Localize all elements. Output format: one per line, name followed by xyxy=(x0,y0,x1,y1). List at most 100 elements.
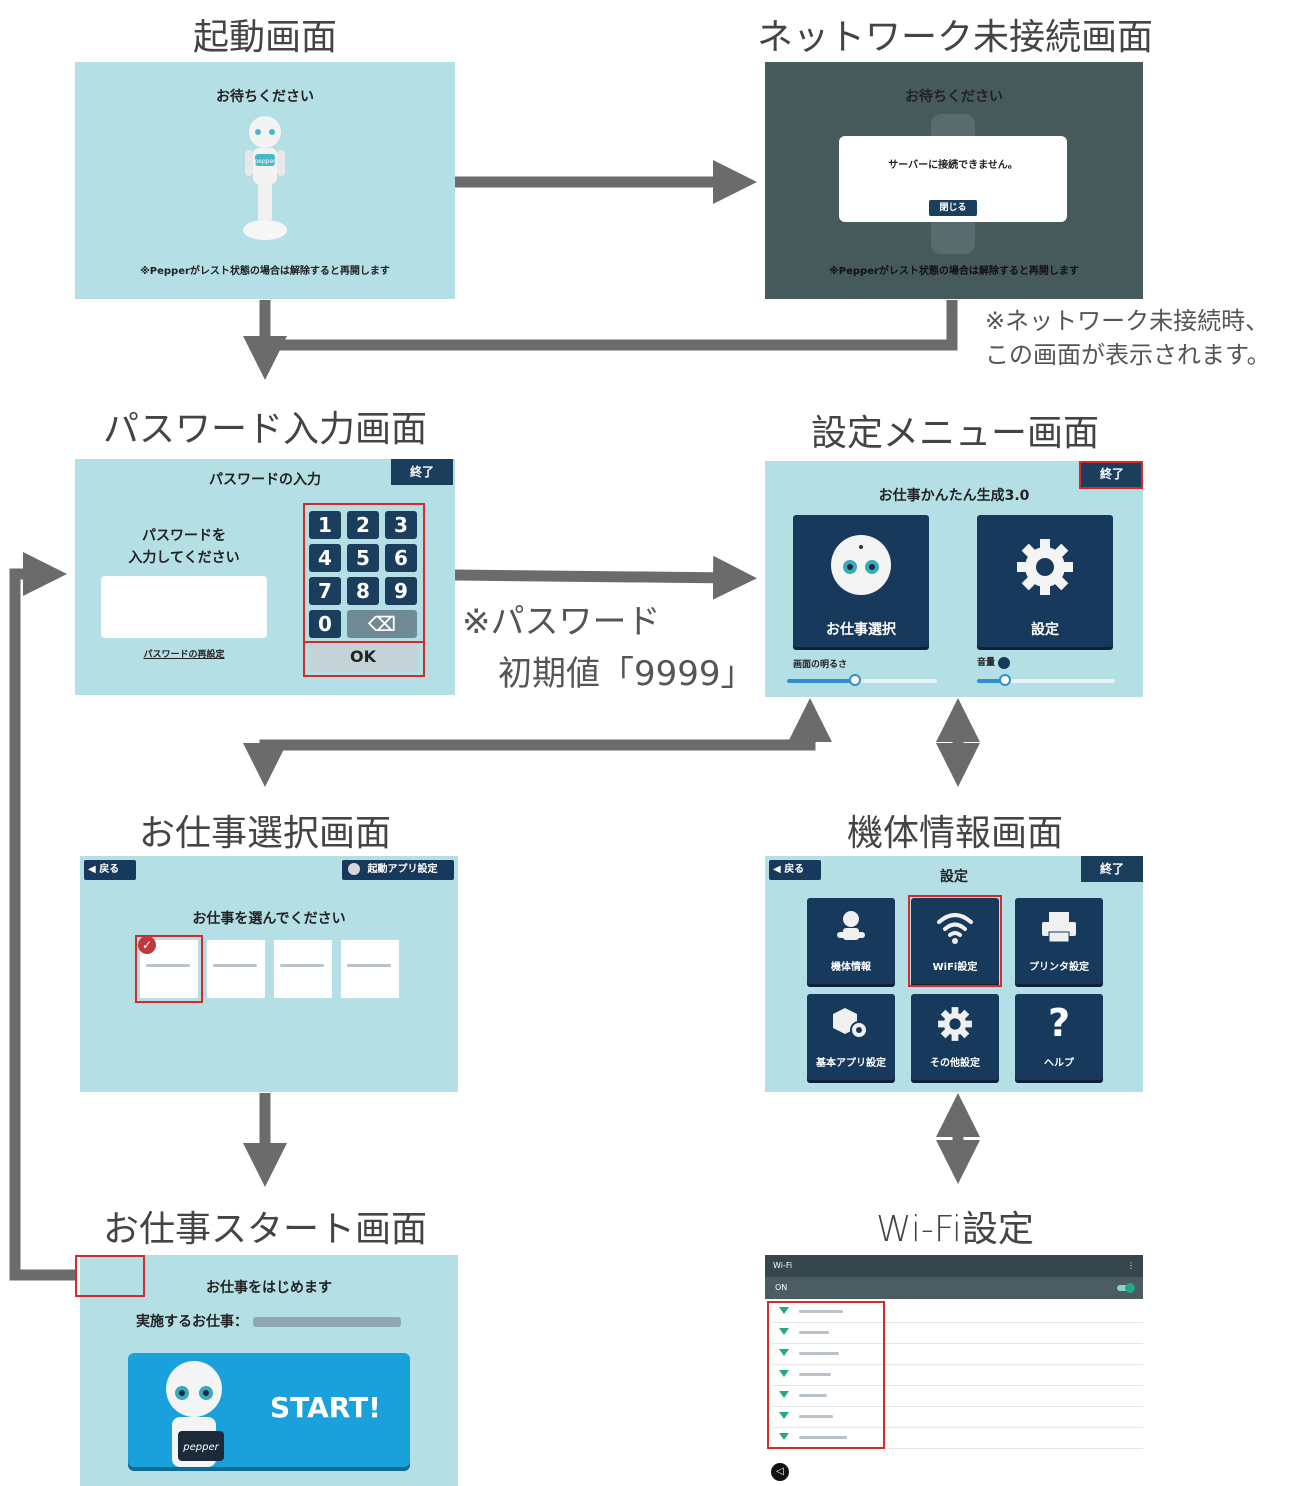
ssid-blurred xyxy=(799,1394,827,1397)
robot-icon xyxy=(837,911,865,940)
ok-button[interactable]: OK xyxy=(309,643,417,671)
key-3[interactable]: 3 xyxy=(385,511,417,539)
startup-footer: ※Pepperがレスト状態の場合は解除すると再開します xyxy=(140,266,390,277)
key-5[interactable]: 5 xyxy=(347,544,379,572)
wifi-network-row[interactable] xyxy=(773,1343,1143,1365)
key-6[interactable]: 6 xyxy=(385,544,417,572)
start-button-label: START! xyxy=(270,1391,381,1424)
wifi-toggle-thumb xyxy=(1125,1283,1135,1293)
wifi-screen: Wi-Fi ⋮ ON ◁ xyxy=(765,1255,1143,1486)
tile-wifi[interactable]: WiFi設定 xyxy=(911,898,999,984)
tile-other-label: その他設定 xyxy=(930,1058,980,1069)
wifi-network-row[interactable] xyxy=(773,1301,1143,1323)
wifi-network-row[interactable] xyxy=(773,1364,1143,1386)
volume-thumb[interactable] xyxy=(999,674,1011,686)
key-9[interactable]: 9 xyxy=(385,577,417,605)
end-button-highlight xyxy=(1079,461,1143,489)
end-button[interactable]: 終了 xyxy=(391,459,453,485)
wifi-network-row[interactable] xyxy=(773,1322,1143,1344)
pepper-robot-icon: pepper xyxy=(243,116,287,240)
wifi-signal-icon xyxy=(779,1328,789,1335)
title-wifi: Wi-Fi設定 xyxy=(876,1209,1034,1250)
selected-job-highlight xyxy=(135,935,203,1003)
title-device-info: 機体情報画面 xyxy=(846,813,1063,854)
job-start-current: 実施するお仕事： xyxy=(136,1311,401,1331)
password-reset-link[interactable]: パスワードの再設定 xyxy=(143,650,225,660)
job-start-heading: お仕事をはじめます xyxy=(206,1280,332,1296)
job-card-text xyxy=(213,964,257,967)
job-select-tile[interactable]: お仕事選択 xyxy=(793,515,929,647)
title-network: ネットワーク未接続画面 xyxy=(756,17,1153,58)
tile-help[interactable]: ? ヘルプ xyxy=(1015,994,1103,1080)
wifi-title: Wi-Fi xyxy=(773,1261,793,1270)
arrow-network-to-password xyxy=(265,300,958,351)
wifi-network-row[interactable] xyxy=(773,1406,1143,1428)
error-dialog: サーバーに接続できません。 閉じる xyxy=(839,136,1067,222)
close-button[interactable]: 閉じる xyxy=(929,200,977,216)
wifi-signal-icon xyxy=(779,1307,789,1314)
ok-highlight xyxy=(303,641,425,677)
settings-tile-label: 設定 xyxy=(1031,622,1059,638)
brightness-slider[interactable] xyxy=(787,674,937,686)
key-1[interactable]: 1 xyxy=(309,511,341,539)
settings-tile[interactable]: 設定 xyxy=(977,515,1113,647)
app-icon xyxy=(348,863,360,875)
help-icon: ? xyxy=(1047,1001,1071,1045)
wifi-toggle[interactable] xyxy=(1117,1283,1135,1293)
tile-basic-app[interactable]: 基本アプリ設定 xyxy=(807,994,895,1080)
back-arrow-icon: ◀ xyxy=(773,864,781,875)
back-button[interactable]: ◀ 戻る xyxy=(84,860,136,880)
job-card-4[interactable] xyxy=(341,940,399,998)
password-input[interactable] xyxy=(101,576,267,638)
key-0[interactable]: 0 xyxy=(309,610,341,638)
device-info-heading: 設定 xyxy=(940,869,968,885)
printer-icon xyxy=(1042,912,1076,943)
back-button[interactable]: ◀ 戻る xyxy=(769,860,821,880)
arrow-password-to-settings xyxy=(454,555,757,600)
note-network: ※ネットワーク未接続時、 この画面が表示されます。 xyxy=(985,304,1271,372)
backspace-key[interactable]: ⌫ xyxy=(347,610,417,638)
tile-printer[interactable]: プリンタ設定 xyxy=(1015,898,1103,984)
job-card-3[interactable] xyxy=(274,940,332,998)
wifi-tile-highlight xyxy=(908,895,1002,987)
job-start-corner-highlight xyxy=(75,1255,145,1297)
tablet-label: pepper xyxy=(182,1442,219,1453)
tile-device-info-label: 機体情報 xyxy=(831,962,871,973)
job-start-screen: お仕事をはじめます 実施するお仕事： pepper START! xyxy=(80,1255,458,1486)
start-button[interactable]: pepper START! xyxy=(128,1353,410,1467)
tile-other[interactable]: その他設定 xyxy=(911,994,999,1080)
job-card-text xyxy=(347,964,391,967)
key-4[interactable]: 4 xyxy=(309,544,341,572)
tile-wifi-label: WiFi設定 xyxy=(932,962,978,973)
title-startup: 起動画面 xyxy=(192,17,337,58)
ssid-blurred xyxy=(799,1373,831,1376)
wifi-network-row[interactable] xyxy=(773,1427,1143,1449)
play-icon[interactable] xyxy=(998,656,1011,669)
wifi-signal-icon xyxy=(779,1370,789,1377)
volume-slider[interactable] xyxy=(977,674,1115,686)
android-back-button[interactable]: ◁ xyxy=(771,1463,789,1481)
end-button[interactable]: 終了 xyxy=(1081,461,1143,487)
key-2[interactable]: 2 xyxy=(347,511,379,539)
arrow-start-to-password xyxy=(9,552,75,1281)
pepper-chest-label: pepper xyxy=(254,158,276,165)
brightness-thumb[interactable] xyxy=(849,674,861,686)
job-select-tile-label: お仕事選択 xyxy=(826,622,896,638)
note-password: ※パスワード 初期値「9999」 xyxy=(462,596,755,700)
tile-device-info[interactable]: 機体情報 xyxy=(807,898,895,984)
startup-app-button[interactable]: 起動アプリ設定 xyxy=(342,860,454,880)
job-select-screen: ◀ 戻る 起動アプリ設定 お仕事を選んでください ✓ xyxy=(80,856,458,1092)
key-8[interactable]: 8 xyxy=(347,577,379,605)
wifi-network-row[interactable] xyxy=(773,1385,1143,1407)
title-job-select: お仕事選択画面 xyxy=(138,813,391,854)
end-button[interactable]: 終了 xyxy=(1081,856,1143,882)
tile-help-label: ヘルプ xyxy=(1044,1058,1074,1069)
note-password-line2: 初期値「9999」 xyxy=(498,654,755,694)
key-7[interactable]: 7 xyxy=(309,577,341,605)
app-gear-icon xyxy=(833,1008,868,1039)
tile-basic-app-label: 基本アプリ設定 xyxy=(816,1058,886,1069)
wifi-signal-icon xyxy=(779,1391,789,1398)
pepper-robot-icon: pepper xyxy=(166,1361,224,1467)
menu-icon[interactable]: ⋮ xyxy=(1127,1261,1135,1270)
job-card-2[interactable] xyxy=(207,940,265,998)
